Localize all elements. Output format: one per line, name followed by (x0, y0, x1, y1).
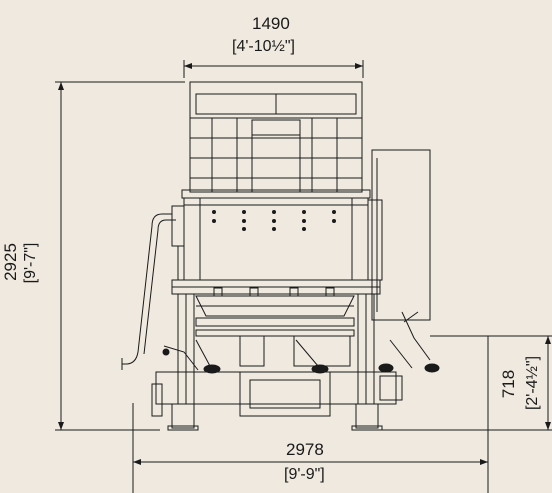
top-guard-cage (181, 81, 371, 199)
base-frame (151, 335, 403, 431)
bolt-pattern (212, 210, 336, 231)
side-height-mm-label: 718 (499, 369, 518, 399)
top-width-ftin-label: [4'-10½"] (232, 38, 295, 55)
mid-frame (171, 279, 381, 405)
leveling-linkages (163, 311, 431, 371)
bottom-width-mm-label: 2978 (286, 440, 324, 459)
hopper-body (171, 197, 369, 281)
height-mm-label: 2925 (1, 243, 20, 281)
side-height-ftin-label: [2'-4½"] (524, 355, 541, 411)
side-panel (368, 149, 431, 321)
left-handrail (121, 213, 176, 370)
height-ftin-label: [9'-7"] (22, 242, 39, 284)
foot-pads (162, 348, 440, 374)
bottom-width-ftin-label: [9'-9"] (284, 466, 325, 483)
top-width-mm-label: 1490 (252, 14, 290, 33)
dimension-arrows (58, 63, 551, 465)
dimension-lines (55, 60, 552, 493)
